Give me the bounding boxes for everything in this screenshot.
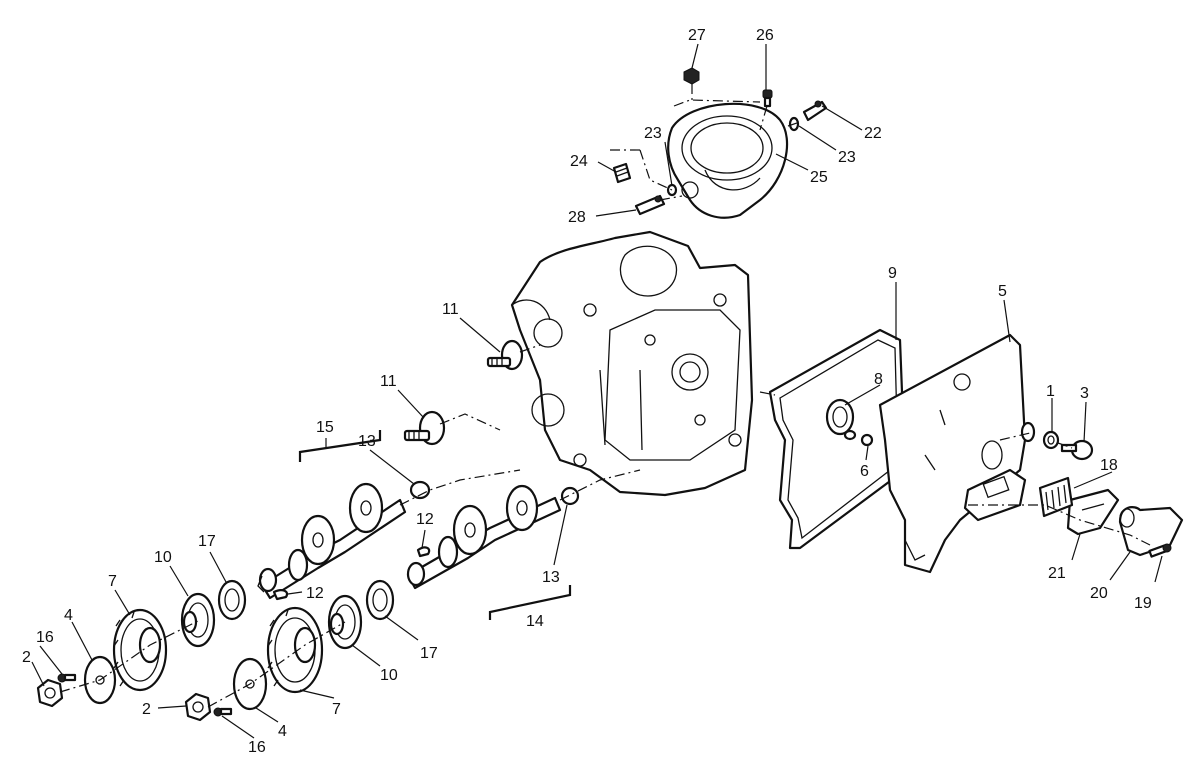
- plug-6: [843, 429, 874, 447]
- o-ring-13-lower: [560, 486, 580, 506]
- callout-28: 28: [568, 209, 586, 226]
- callout-15: 15: [316, 419, 334, 436]
- seal-17-lower: [365, 579, 395, 621]
- callout-17-upper: 17: [198, 533, 216, 550]
- callout-26: 26: [756, 27, 774, 44]
- seal-17-upper: [217, 579, 247, 621]
- plug-11-lower: [403, 410, 446, 446]
- callout-25: 25: [810, 169, 828, 186]
- manifold-nut-27: [683, 67, 700, 85]
- callout-18: 18: [1100, 457, 1118, 474]
- callout-2-right: 2: [142, 701, 151, 718]
- plug-11-upper: [486, 339, 524, 371]
- callout-1: 1: [1046, 383, 1055, 400]
- screw-16-left: [57, 673, 77, 683]
- callout-11-upper: 11: [442, 301, 459, 318]
- leader-lines: [31, 43, 1163, 739]
- callout-2-left: 2: [22, 649, 31, 666]
- timing-pulley-7-left: [112, 608, 168, 692]
- callout-13-upper: 13: [358, 433, 376, 450]
- callout-23-left: 23: [644, 125, 662, 142]
- callout-3: 3: [1080, 385, 1089, 402]
- callout-22: 22: [864, 125, 882, 142]
- callout-24: 24: [570, 153, 588, 170]
- callout-11-lower: 11: [380, 373, 397, 390]
- callout-4-left: 4: [64, 607, 73, 624]
- callout-4-right: 4: [278, 723, 287, 740]
- nut-2-left: [36, 678, 64, 708]
- callout-9: 9: [888, 265, 897, 282]
- callout-16-left: 16: [36, 629, 54, 646]
- spring-24: [612, 162, 632, 184]
- bolt-3: [1060, 439, 1094, 461]
- callout-6: 6: [860, 463, 869, 480]
- callout-17-lower: 17: [420, 645, 438, 662]
- callout-21: 21: [1048, 565, 1066, 582]
- callout-5: 5: [998, 283, 1007, 300]
- callout-14: 14: [526, 613, 544, 630]
- assembly-lines: [59, 84, 1151, 708]
- screw-16-right: [213, 707, 233, 717]
- elbow-fitting-20: [1118, 506, 1184, 557]
- callout-10-lower: 10: [380, 667, 398, 684]
- callout-7-right: 7: [332, 701, 341, 718]
- screw-19: [1148, 543, 1172, 558]
- timing-pulley-7-right: [266, 606, 324, 694]
- callout-12-upper: 12: [416, 511, 434, 528]
- callout-23-right: 23: [838, 149, 856, 166]
- callout-7-left: 7: [108, 573, 117, 590]
- callout-19: 19: [1134, 595, 1152, 612]
- manifold-screw-26: [762, 89, 773, 108]
- cover-gasket-9: [768, 328, 907, 550]
- cam-cover-5: [878, 333, 1027, 574]
- callout-labels: 27 26 22 23 23 24 25 28 11 11 9 5 8 6 1 …: [22, 27, 1152, 756]
- callout-10-upper: 10: [154, 549, 172, 566]
- callout-27: 27: [688, 27, 706, 44]
- bracket-15: [298, 430, 382, 462]
- callout-8: 8: [874, 371, 883, 388]
- callout-20: 20: [1090, 585, 1108, 602]
- nut-2-right: [184, 692, 212, 722]
- bracket-14: [488, 585, 572, 620]
- o-ring-13-upper: [409, 480, 431, 500]
- bearing-10-upper: [180, 592, 216, 648]
- key-12-upper: [416, 546, 431, 558]
- callout-16-right: 16: [248, 739, 266, 756]
- camshaft-15: [257, 482, 407, 600]
- camshaft-14: [406, 484, 562, 590]
- oil-seal-8: [825, 398, 855, 436]
- key-12-lower: [272, 589, 289, 601]
- callout-12-lower: 12: [306, 585, 324, 602]
- breather-cover-21: [1066, 488, 1120, 536]
- breather-housing: [963, 468, 1027, 522]
- cylinder-head: [510, 230, 754, 497]
- intake-manifold: [667, 102, 789, 219]
- fitting-22: [802, 100, 828, 122]
- sensor-28: [634, 194, 666, 216]
- washer-1: [1020, 421, 1060, 450]
- callout-13-lower: 13: [542, 569, 560, 586]
